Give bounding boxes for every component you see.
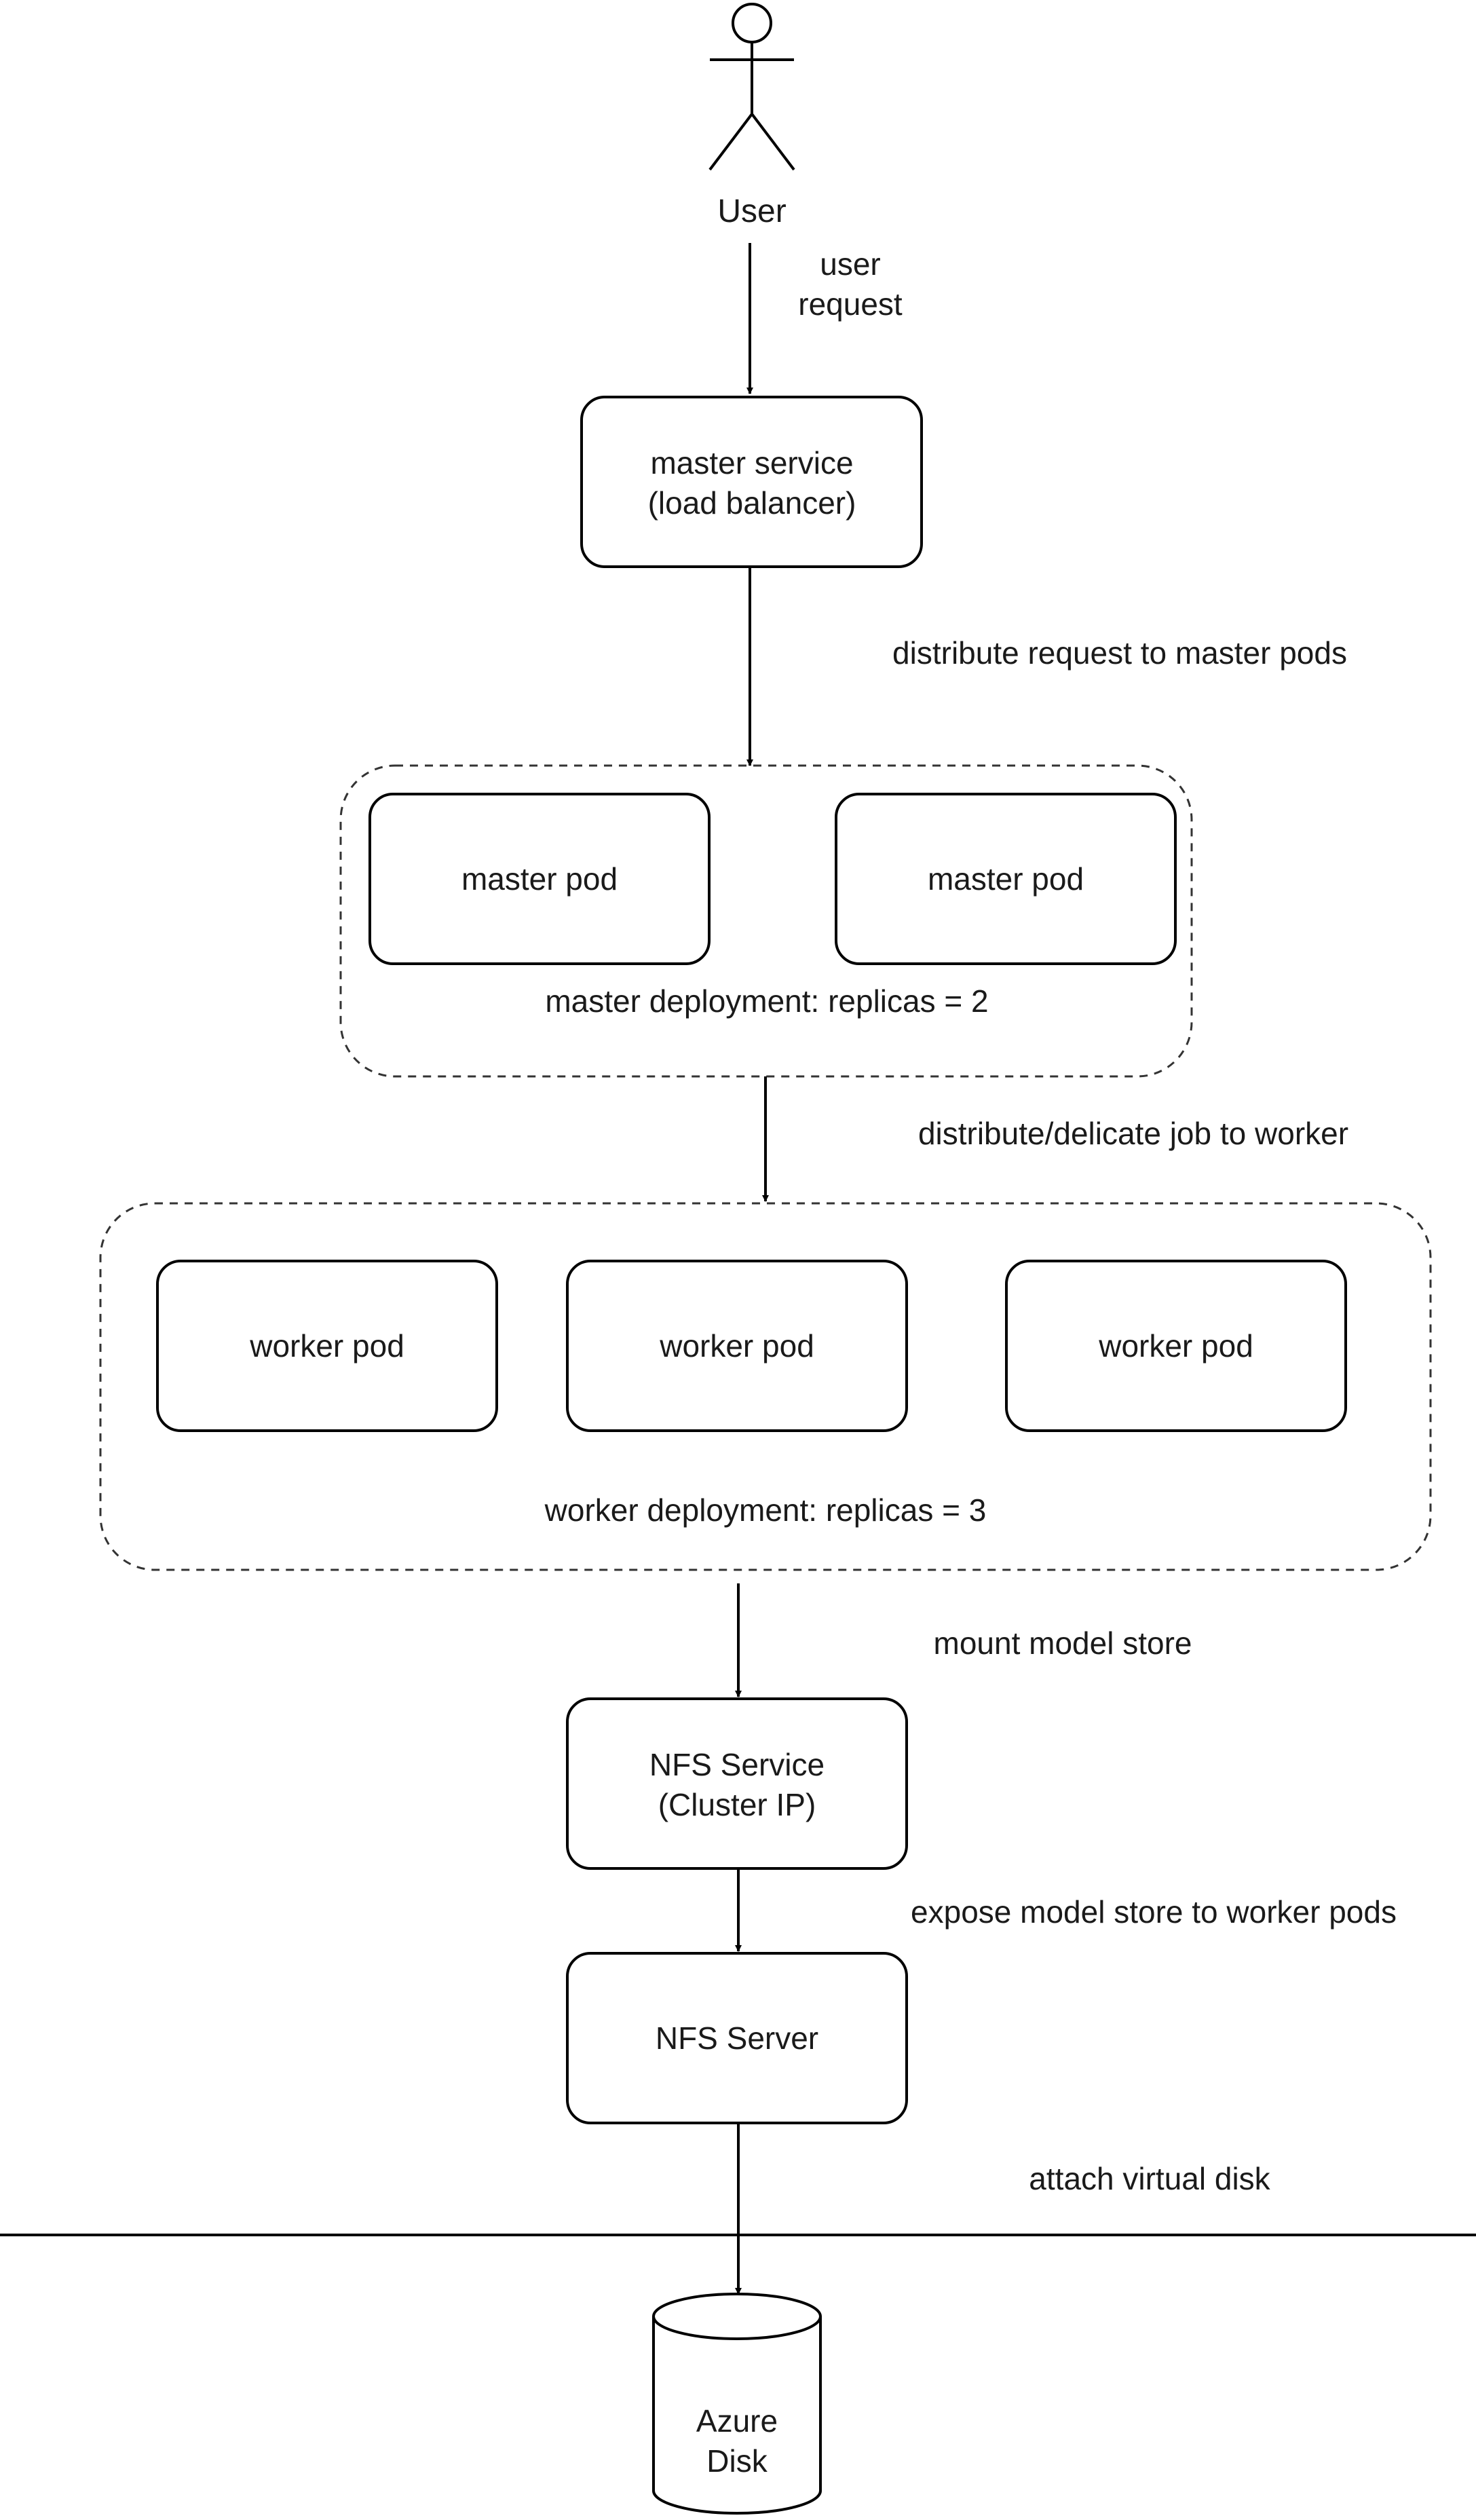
master-pod-node-1 — [368, 793, 711, 965]
worker-pod-label-3: worker pod — [1098, 1328, 1253, 1364]
master-service-label-line1: master service — [650, 445, 853, 481]
edge-label-distribute-master: distribute request to master pods — [892, 635, 1347, 671]
master-service-node — [580, 396, 923, 568]
worker-deployment-label: worker deployment: replicas = 3 — [544, 1492, 987, 1528]
worker-pod-node-1 — [156, 1260, 498, 1432]
master-pod-label-1: master pod — [461, 861, 618, 897]
edge-label-distribute-worker: distribute/delicate job to worker — [918, 1116, 1348, 1151]
nfs-service-node — [566, 1697, 908, 1870]
azure-disk-node — [652, 2293, 822, 2515]
user-actor — [708, 3, 795, 171]
master-deployment-label: master deployment: replicas = 2 — [545, 983, 988, 1019]
nfs-server-label: NFS Server — [656, 2020, 818, 2056]
azure-disk-label-line2: Disk — [706, 2443, 768, 2479]
edge-label-attach-disk: attach virtual disk — [1029, 2161, 1270, 2196]
worker-pod-node-3 — [1005, 1260, 1347, 1432]
master-pod-node-2 — [835, 793, 1177, 965]
azure-disk-label-line1: Azure — [696, 2403, 778, 2439]
worker-pod-label-1: worker pod — [249, 1328, 404, 1364]
worker-deployment-group — [99, 1202, 1432, 1571]
worker-pod-node-2 — [566, 1260, 908, 1432]
edge-label-user-request-line1: user — [820, 246, 880, 282]
nfs-service-label-line2: (Cluster IP) — [658, 1787, 816, 1822]
master-pod-label-2: master pod — [928, 861, 1084, 897]
actor-right-leg — [751, 113, 795, 171]
edge-label-expose-store: expose model store to worker pods — [911, 1894, 1397, 1930]
worker-pod-label-2: worker pod — [659, 1328, 814, 1364]
edge-label-mount-store: mount model store — [934, 1625, 1192, 1661]
edge-label-user-request-line2: request — [798, 286, 903, 322]
actor-label: User — [717, 193, 786, 229]
actor-left-leg — [708, 113, 753, 171]
actor-head — [732, 3, 772, 43]
nfs-service-label-line1: NFS Service — [649, 1747, 825, 1782]
master-service-label-line2: (load balancer) — [648, 485, 856, 521]
